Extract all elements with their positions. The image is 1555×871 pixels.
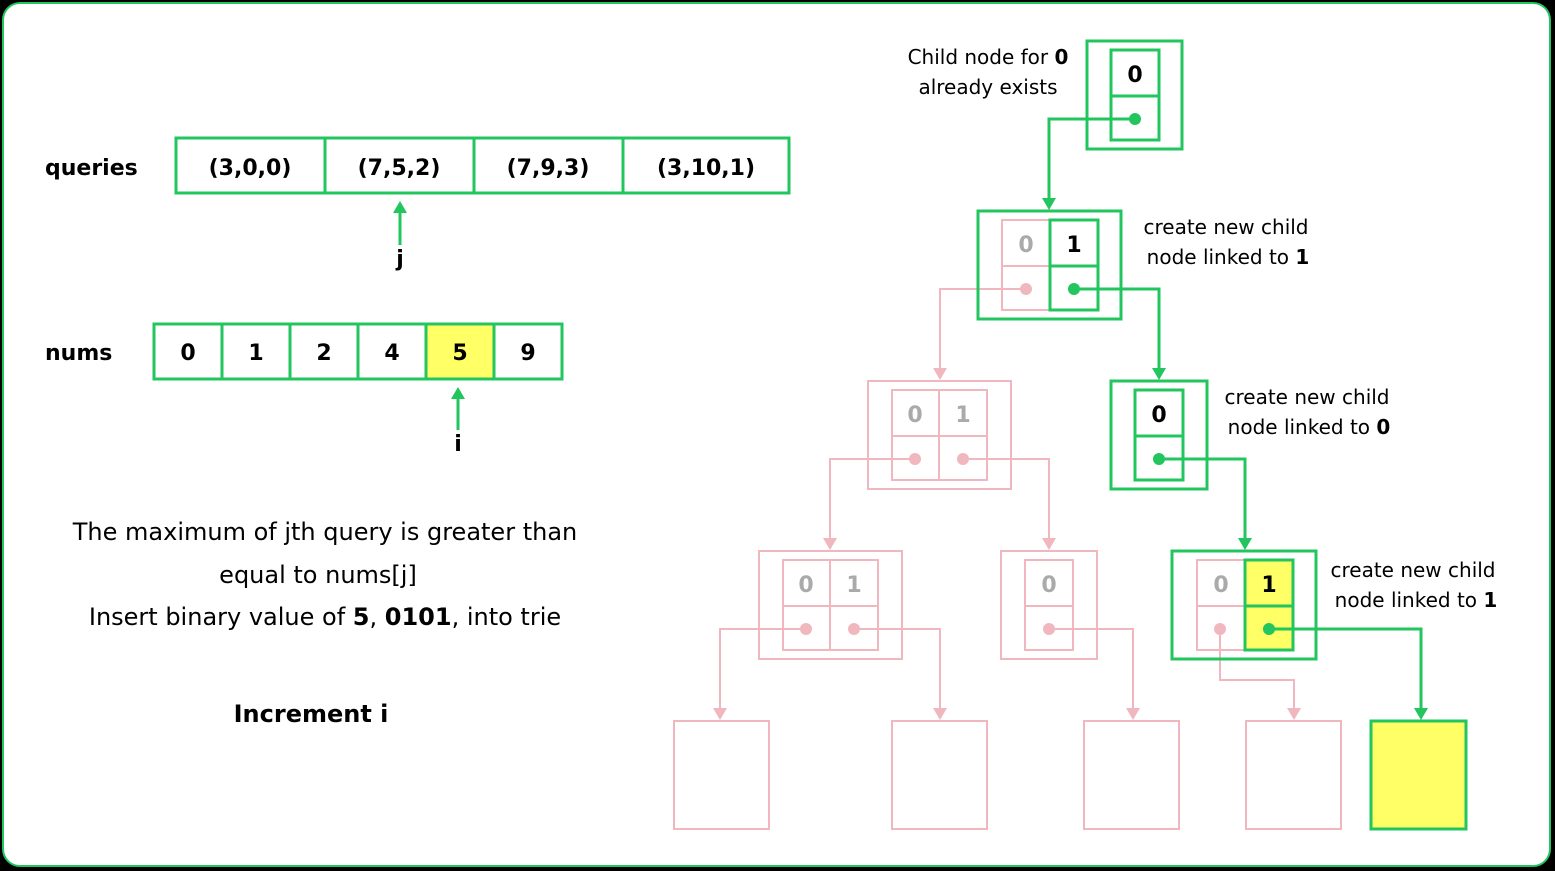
note-level-2: create new child bbox=[1224, 385, 1389, 409]
link-active bbox=[1269, 627, 1423, 710]
increment-label: Increment i bbox=[234, 700, 389, 728]
svg-text:1: 1 bbox=[1261, 573, 1276, 598]
nums-cell-box bbox=[492, 322, 564, 381]
svg-text:0: 0 bbox=[798, 573, 813, 598]
note-root: Child node for 0 bbox=[908, 45, 1069, 69]
nums-cell: 9 bbox=[520, 341, 535, 366]
inactive-trie bbox=[673, 219, 1342, 830]
queries-cell: (7,9,3) bbox=[507, 156, 590, 181]
inactive-arrowheads bbox=[713, 283, 1301, 720]
trie-leaf-inactive bbox=[891, 720, 988, 830]
trie-leaf-inactive bbox=[1245, 720, 1342, 830]
nums-cell: 2 bbox=[316, 341, 331, 366]
j-pointer-arrowhead bbox=[393, 201, 407, 213]
j-pointer-label: j bbox=[395, 247, 404, 272]
inactive-bit-labels: 0 0 1 0 1 0 0 bbox=[798, 233, 1228, 598]
queries-cell-box bbox=[621, 136, 791, 195]
svg-text:1: 1 bbox=[1066, 233, 1081, 258]
note-level-3: create new child bbox=[1330, 558, 1495, 582]
caption-line-2: equal to nums[j] bbox=[219, 561, 417, 589]
active-arrowheads bbox=[1042, 113, 1428, 720]
trie-leaf-inactive bbox=[673, 720, 770, 830]
svg-text:0: 0 bbox=[1041, 573, 1056, 598]
queries-label: queries bbox=[45, 156, 138, 181]
queries-cell: (3,0,0) bbox=[209, 156, 292, 181]
svg-text:1: 1 bbox=[846, 573, 861, 598]
trie-root-node bbox=[1085, 39, 1184, 151]
svg-text:0: 0 bbox=[1151, 403, 1166, 428]
trie-leaf-inactive bbox=[1083, 720, 1180, 830]
caption-line-3: Insert binary value of 5, 0101, into tri… bbox=[89, 603, 561, 631]
link-active bbox=[1159, 457, 1247, 540]
trie-node-level-1 bbox=[976, 209, 1123, 321]
note-level-1-line-2: node linked to 1 bbox=[1147, 245, 1310, 269]
new-leaf-highlight bbox=[1371, 721, 1466, 829]
note-root-line-2: already exists bbox=[918, 75, 1057, 99]
nums-highlight bbox=[426, 324, 494, 379]
nums-label: nums bbox=[45, 341, 112, 366]
annotations: Child node for 0 already exists create n… bbox=[908, 45, 1498, 612]
trie-new-leaf bbox=[1369, 719, 1468, 831]
note-level-1: create new child bbox=[1143, 215, 1308, 239]
svg-text:0: 0 bbox=[907, 403, 922, 428]
note-level-3-line-2: node linked to 1 bbox=[1335, 588, 1498, 612]
note-level-2-line-2: node linked to 0 bbox=[1228, 415, 1391, 439]
i-pointer-arrowhead bbox=[451, 387, 465, 399]
queries-cell: (3,10,1) bbox=[657, 156, 755, 181]
caption-line-1: The maximum of jth query is greater than bbox=[72, 518, 577, 546]
nums-cell: 1 bbox=[248, 341, 263, 366]
nums-cell: 4 bbox=[384, 341, 399, 366]
nums-cell: 0 bbox=[180, 341, 195, 366]
nums-cell: 5 bbox=[452, 341, 467, 366]
active-bit-labels: 0 1 0 1 bbox=[1066, 63, 1276, 598]
trie-node-inactive bbox=[867, 380, 1012, 490]
svg-text:0: 0 bbox=[1127, 63, 1142, 88]
link-inactive bbox=[939, 288, 1026, 370]
trie-node-level-2 bbox=[1109, 379, 1209, 491]
queries-cell: (7,5,2) bbox=[358, 156, 441, 181]
link-active bbox=[1047, 117, 1135, 200]
trie-node-level-3 bbox=[1170, 549, 1318, 661]
trie-node-inactive bbox=[1000, 550, 1098, 660]
i-pointer-label: i bbox=[454, 432, 462, 457]
link-active bbox=[1074, 287, 1161, 370]
svg-text:1: 1 bbox=[955, 403, 970, 428]
nums-array: 0 1 2 4 5 9 bbox=[152, 322, 564, 381]
svg-text:0: 0 bbox=[1018, 233, 1033, 258]
svg-text:0: 0 bbox=[1213, 573, 1228, 598]
active-trie bbox=[976, 39, 1468, 831]
trie-node-inactive bbox=[758, 550, 903, 660]
queries-array: (3,0,0) (7,5,2) (7,9,3) (3,10,1) bbox=[174, 136, 791, 195]
